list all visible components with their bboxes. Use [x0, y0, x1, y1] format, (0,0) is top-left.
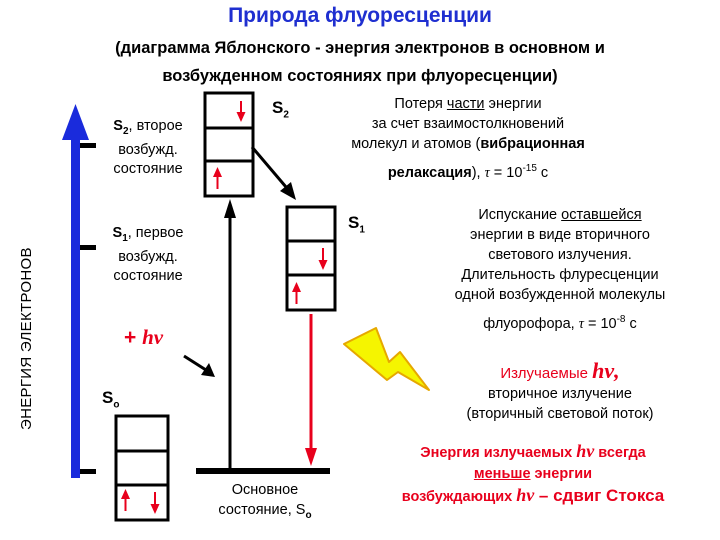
- stokes-shift-text: Энергия излучаемых hν всегда меньше энер…: [401, 441, 665, 505]
- energy-axis: [62, 104, 96, 478]
- excitation-arrow: [224, 199, 236, 468]
- emission-arrow: [305, 314, 317, 466]
- subtitle-line-1: (диаграмма Яблонского - энергия электрон…: [115, 39, 605, 57]
- page-subtitle: (диаграмма Яблонского - энергия электрон…: [40, 34, 680, 90]
- s1-level-box: [285, 205, 337, 312]
- s0-level-box: [114, 414, 170, 522]
- energy-axis-label: ЭНЕРГИЯ ЭЛЕКТРОНОВ: [18, 247, 35, 430]
- absorption-label: + hν: [124, 325, 164, 349]
- s2-electron-down-arrow: [236, 101, 246, 122]
- lightning-bolt-icon: [343, 327, 430, 391]
- ground-state-line: [196, 468, 330, 474]
- s0-electron-up-arrow: [121, 489, 130, 511]
- s2-label: S2: [272, 98, 289, 121]
- relaxation-text: Потеря части энергии за счет взаимостолк…: [351, 96, 585, 181]
- ground-state-label: Основное состояние, So: [218, 482, 312, 521]
- s1-electron-up-arrow: [292, 282, 301, 304]
- s2-electron-up-arrow: [213, 167, 222, 189]
- page-title: Природа флуоресценции: [228, 4, 492, 27]
- emitted-light-text: Излучаемые hν, вторичное излучение (втор…: [466, 358, 654, 423]
- s2-level-box: [203, 91, 255, 198]
- incoming-photon-arrow: [183, 354, 215, 377]
- emission-text: Испускание оставшейся энергии в виде вто…: [454, 207, 666, 332]
- s1-electron-down-arrow: [318, 248, 328, 270]
- s2-description: S2, второе возбужд. состояние: [113, 118, 183, 177]
- subtitle-line-2: возбужденном состояниях при флуоресценци…: [162, 67, 558, 85]
- s0-electron-down-arrow: [150, 492, 160, 514]
- relaxation-arrow: [250, 146, 296, 200]
- s1-label: S1: [348, 213, 365, 236]
- s1-description: S1, первое возбужд. состояние: [112, 225, 184, 284]
- s0-label: So: [102, 388, 120, 411]
